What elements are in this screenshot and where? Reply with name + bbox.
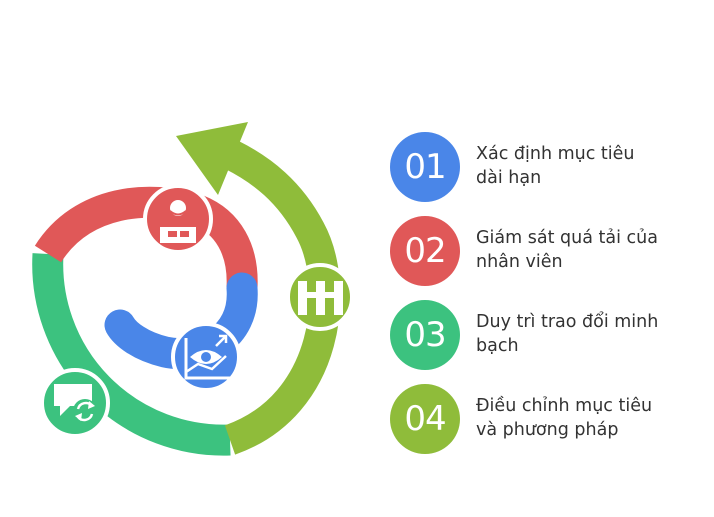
employee-desk-icon xyxy=(143,184,213,254)
arrow-head xyxy=(176,122,248,195)
spiral-arc-olive xyxy=(224,141,341,455)
eye-chart-icon xyxy=(171,322,241,392)
step-number: 03 xyxy=(390,300,460,370)
step-number: 04 xyxy=(390,384,460,454)
chat-refresh-icon xyxy=(40,368,110,438)
step-number: 01 xyxy=(390,132,460,202)
step-number: 02 xyxy=(390,216,460,286)
columns-icon xyxy=(286,263,354,331)
